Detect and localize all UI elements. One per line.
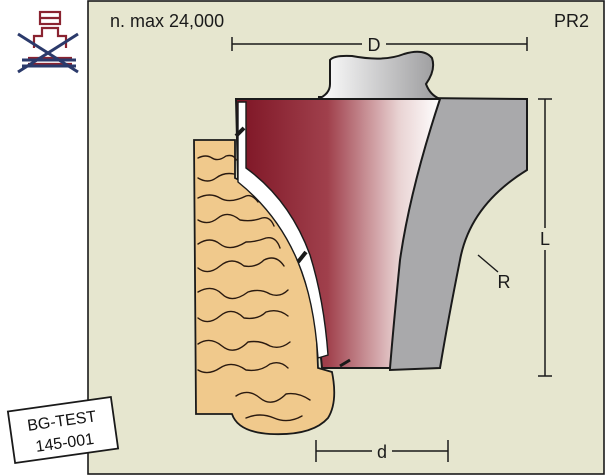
- shank-diameter-dimension: [315, 440, 449, 462]
- cutting-edge: [237, 101, 329, 359]
- diameter-dimension: [231, 37, 528, 51]
- profile-code: PR2: [554, 11, 589, 31]
- max-speed-label: n. max 24,000: [110, 11, 224, 31]
- crossed-out-router-table-icon: [17, 10, 79, 74]
- test-certification-badge: BG-TEST 145-001: [6, 395, 120, 465]
- diameter-label: D: [368, 35, 381, 55]
- edge-mark-middle: [296, 250, 308, 264]
- radius-label: R: [498, 272, 511, 292]
- edge-mark-top: [234, 126, 246, 138]
- shank-diameter-label: d: [377, 442, 387, 462]
- length-label: L: [540, 229, 550, 249]
- shank: [317, 50, 441, 100]
- length-dimension: [538, 98, 552, 377]
- radius-leader: [477, 254, 499, 273]
- cutter-steel-body: [317, 96, 528, 372]
- edge-mark-bottom: [339, 358, 351, 368]
